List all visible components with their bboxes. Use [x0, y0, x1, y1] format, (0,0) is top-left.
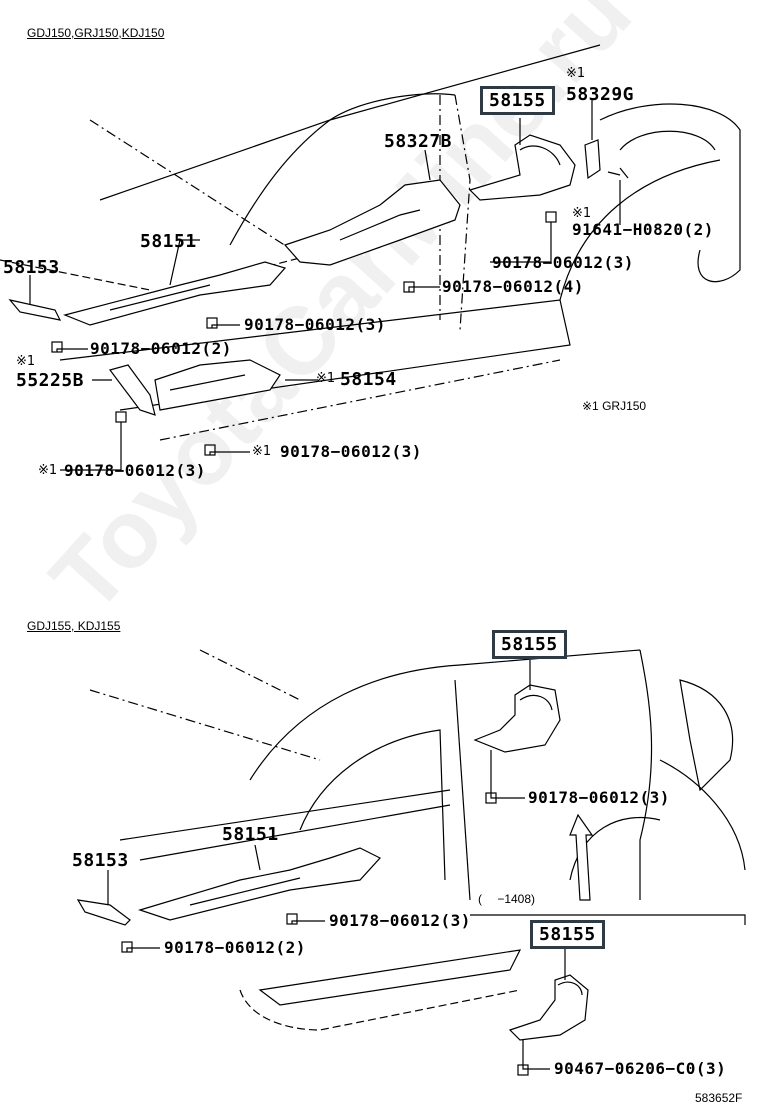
tire	[599, 103, 741, 283]
part-label-58155-top[interactable]: 58155	[480, 86, 555, 115]
body-bottom-sill	[258, 949, 522, 1006]
part-58329G	[584, 139, 601, 180]
part-58151-bottom	[138, 847, 381, 921]
body-bottom-roof	[89, 689, 321, 761]
clip-label[interactable]: 90178−06012(3)	[280, 442, 422, 461]
body-bottom-door	[454, 679, 471, 901]
note-mark: ※1	[252, 444, 272, 459]
note-mark: ※1	[566, 66, 586, 81]
range-note: ( −1408)	[478, 892, 536, 906]
body-bottom-hood	[199, 649, 301, 701]
part-58155-bottom-b	[508, 974, 589, 1041]
drawing-code: 583652F	[695, 1091, 743, 1105]
clip-marker	[115, 411, 127, 423]
part-label-58327B[interactable]: 58327B	[384, 131, 453, 152]
tire-inner	[619, 130, 716, 151]
clip-marker	[545, 211, 557, 223]
body-bottom-lower	[119, 789, 451, 841]
body-bottom-lower2	[139, 804, 451, 861]
clip-label[interactable]: 90467−06206−C0(3)	[554, 1059, 727, 1078]
part-58155-top	[468, 134, 576, 201]
part-58153-top	[8, 299, 62, 321]
clip-label[interactable]: 90178−06012(2)	[90, 339, 232, 358]
part-label-58155-bottom-b[interactable]: 58155	[530, 920, 605, 949]
body-rocker-top	[59, 299, 571, 411]
body-front	[0, 259, 151, 291]
body-roof-line	[89, 119, 301, 256]
part-label-58329G[interactable]: 58329G	[566, 84, 635, 105]
arrow-up	[569, 813, 594, 901]
body-bottom-sill2	[239, 989, 521, 1031]
part-label-58151-top[interactable]: 58151	[140, 231, 197, 252]
clip-label[interactable]: 90178−06012(3)	[492, 253, 634, 272]
body-bottom-arch	[569, 816, 661, 881]
section-header-bottom: GDJ155, KDJ155	[27, 619, 121, 633]
wheel-arch	[559, 159, 721, 301]
part-58153-bottom	[76, 899, 131, 926]
part-label-55225B[interactable]: 55225B	[16, 370, 85, 391]
part-label-58153-bottom[interactable]: 58153	[72, 850, 129, 871]
body-pillar-b	[229, 119, 331, 246]
bolt-label-91641[interactable]: 91641−H0820(2)	[572, 220, 714, 239]
note-mark: ※1	[38, 463, 58, 478]
part-label-58153-top[interactable]: 58153	[3, 257, 60, 278]
clip-label[interactable]: 90178−06012(4)	[442, 277, 584, 296]
part-label-58151-bottom[interactable]: 58151	[222, 824, 279, 845]
clip-label[interactable]: 90178−06012(2)	[164, 938, 306, 957]
body-bottom-rear	[659, 759, 746, 871]
part-label-58154[interactable]: 58154	[340, 369, 397, 390]
clip-label[interactable]: 90178−06012(3)	[244, 315, 386, 334]
body-rocker-bottom	[159, 359, 561, 441]
note-mark: ※1	[16, 354, 36, 369]
grj150-note: ※1 GRJ150	[582, 399, 647, 413]
clip-label[interactable]: 90178−06012(3)	[528, 788, 670, 807]
body-bottom-quarter	[639, 649, 653, 900]
part-label-58155-bottom-a[interactable]: 58155	[492, 630, 567, 659]
note-mark: ※1	[316, 371, 336, 386]
section-header-top: GDJ150,GRJ150,KDJ150	[27, 26, 165, 40]
clip-label[interactable]: 90178−06012(3)	[64, 461, 206, 480]
note-mark: ※1	[572, 206, 592, 221]
clip-label[interactable]: 90178−06012(3)	[329, 911, 471, 930]
part-58154	[154, 359, 281, 411]
part-58327B	[283, 179, 461, 266]
body-roof-back	[329, 44, 601, 121]
part-55225B	[108, 364, 156, 416]
body-bottom-pillar	[249, 649, 641, 781]
body-bottom-lamp	[679, 679, 734, 792]
part-58155-bottom-a	[473, 684, 561, 753]
body-pillar-a	[99, 93, 456, 201]
body-door-line2	[454, 94, 471, 331]
